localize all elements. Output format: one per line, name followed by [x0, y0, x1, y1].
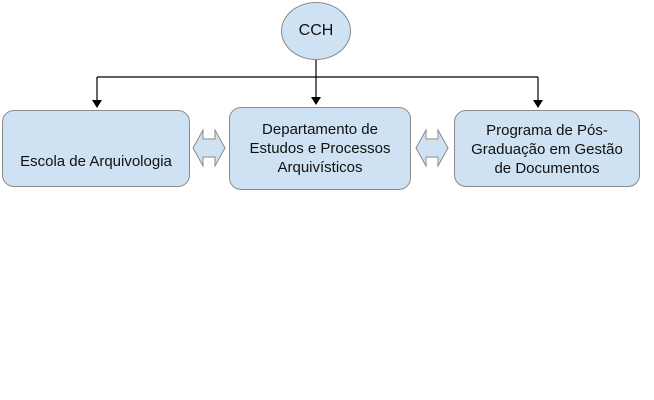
- double-arrow-left: [192, 128, 226, 168]
- arrowhead-right: [533, 100, 543, 108]
- node-label: CCH: [298, 22, 334, 39]
- node-label: Programa de Pós-Graduação em Gestão de D…: [471, 122, 623, 177]
- node-programa-pos-graduacao: Programa de Pós-Graduação em Gestão de D…: [454, 110, 640, 187]
- node-label: Departamento de Estudos e Processos Arqu…: [249, 121, 391, 176]
- arrowhead-middle: [311, 97, 321, 105]
- arrowhead-left: [92, 100, 102, 108]
- node-escola-arquivologia: Escola de Arquivologia: [2, 110, 190, 187]
- double-arrow-right: [415, 128, 449, 168]
- node-label: Escola de Arquivologia: [20, 153, 172, 170]
- node-cch: CCH: [281, 2, 351, 60]
- node-departamento: Departamento de Estudos e Processos Arqu…: [229, 107, 411, 190]
